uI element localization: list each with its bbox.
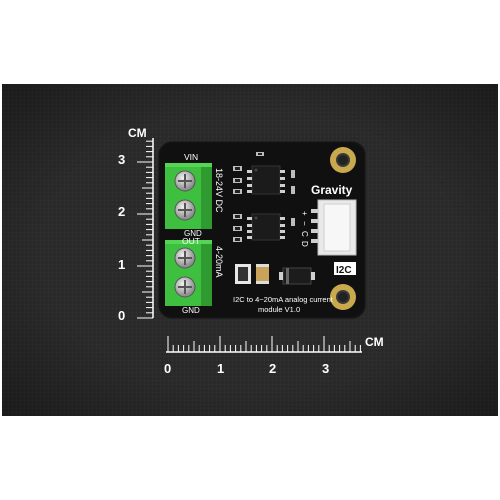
module-caption: I2C to 4~20mA analog current	[233, 295, 334, 304]
diode	[279, 267, 315, 285]
label-gnd-top: GND	[184, 229, 202, 238]
pin-label-c: C	[300, 231, 309, 237]
ruler-tick-label: 0	[118, 308, 125, 323]
ruler-unit-label: CM	[365, 335, 384, 349]
ruler-tick-label: 1	[118, 257, 125, 272]
pin-label-plus: +	[300, 211, 309, 216]
ruler-tick-label: 3	[118, 152, 125, 167]
pin-label-minus: −	[300, 221, 309, 226]
vertical-ruler: 0 1 2 3 CM	[118, 126, 154, 323]
interface-badge	[334, 262, 356, 275]
connector-4pin	[311, 199, 357, 256]
label-voltage: 18-24V DC	[214, 168, 224, 213]
ruler-tick-label: 0	[164, 361, 171, 376]
inductor	[235, 264, 251, 284]
label-out: OUT	[182, 236, 200, 246]
ruler-tick-label: 2	[269, 361, 276, 376]
brand-label: Gravity	[311, 183, 353, 197]
interface-label: I2C	[336, 265, 352, 276]
pin-label-d: D	[300, 241, 309, 247]
smd-components	[233, 152, 295, 242]
ruler-tick-label: 2	[118, 204, 125, 219]
pcb-board: VIN GND 18-24V DC OUT GND 4-20mA	[157, 140, 367, 320]
terminal-block-top	[165, 163, 212, 229]
label-vin: VIN	[184, 152, 198, 162]
mount-hole-icon	[330, 284, 356, 310]
horizontal-ruler: 0 1 2 3 CM	[164, 335, 384, 376]
ruler-unit-label: CM	[128, 126, 147, 140]
label-gnd-bottom: GND	[182, 306, 200, 315]
ic-chip	[247, 213, 285, 241]
ruler-tick-label: 1	[217, 361, 224, 376]
capacitor	[256, 264, 269, 284]
ic-chip	[247, 165, 285, 195]
terminal-block-bottom	[165, 240, 212, 306]
module-caption: module V1.0	[258, 305, 300, 314]
mount-hole-icon	[330, 147, 356, 173]
ruler-tick-label: 3	[322, 361, 329, 376]
label-current-range: 4-20mA	[214, 246, 224, 278]
